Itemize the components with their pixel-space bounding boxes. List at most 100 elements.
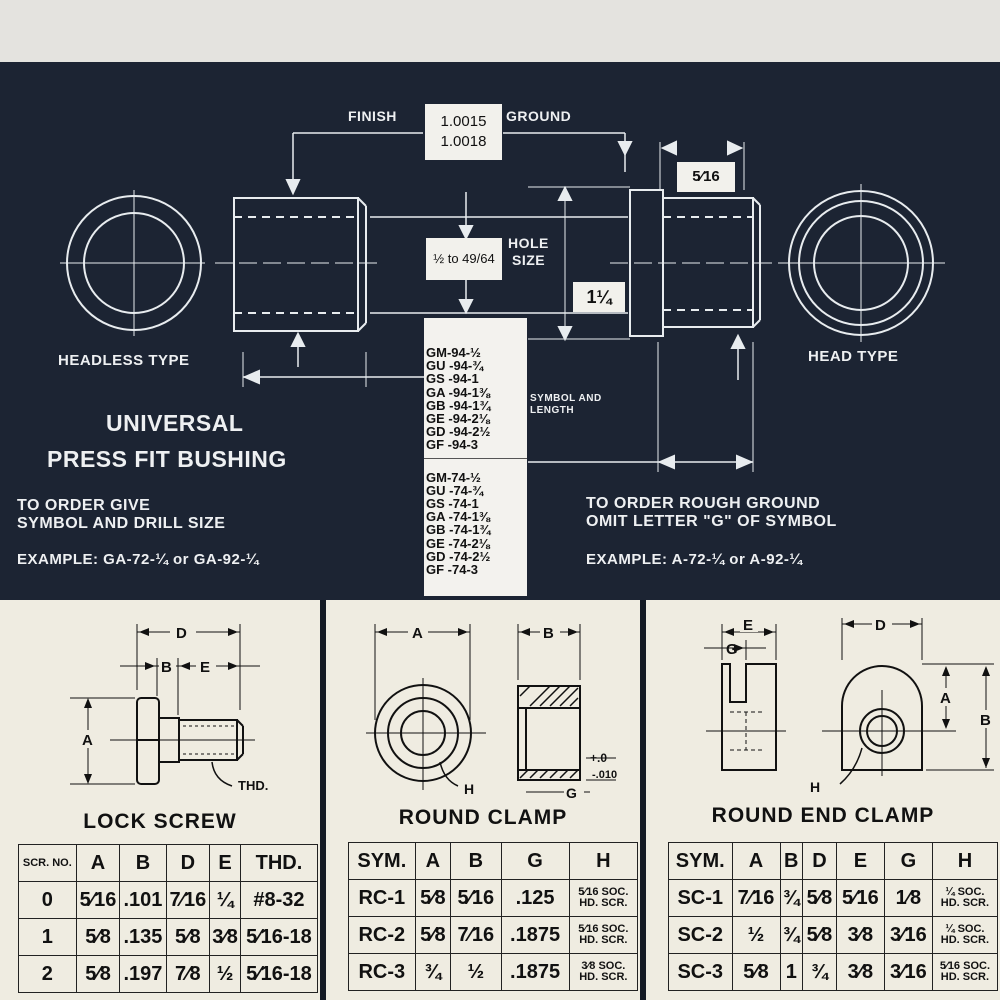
table-cell: A <box>414 842 452 880</box>
table-cell: 5⁄16 <box>450 879 502 917</box>
clamp-dim-a-label: A <box>412 625 423 642</box>
end-dim-a-label: A <box>940 690 951 707</box>
end-clamp-side-view <box>721 663 777 771</box>
table-cell-h: 5⁄16 SOC.HD. SCR. <box>568 879 639 917</box>
table-cell: ½ <box>731 916 781 954</box>
top-paper-strip <box>0 0 1000 62</box>
title-press-fit-bushing: PRESS FIT BUSHING <box>47 446 287 472</box>
table-cell-h: 5⁄16 SOC.HD. SCR. <box>568 916 639 954</box>
table-cell: ¾ <box>414 953 452 991</box>
table-cell: ½ <box>450 953 502 991</box>
table-cell: 0 <box>18 881 77 919</box>
table-cell: B <box>119 844 167 882</box>
table-cell: .135 <box>119 918 167 956</box>
table-cell: SYM. <box>668 842 733 880</box>
symbol-list-item: GF -74-3 <box>426 562 479 578</box>
table-cell: H <box>931 842 999 880</box>
hole-label: HOLE <box>508 235 549 251</box>
size-label: SIZE <box>512 252 546 268</box>
table-cell: SC-1 <box>668 879 733 917</box>
symbol-list-item: GM-94-½ <box>426 345 481 360</box>
finish-label: FINISH <box>348 108 397 124</box>
h-line-1: ¼ SOC. <box>945 886 985 898</box>
table-cell: B <box>450 842 502 880</box>
table-cell: ¾ <box>779 916 804 954</box>
hole-size-window: ½ to 49/64 <box>426 238 502 280</box>
table-cell: 3⁄8 <box>835 916 885 954</box>
dim-thd-label: THD. <box>238 778 268 793</box>
table-cell: .1875 <box>500 953 570 991</box>
finish-value-2: 1.0018 <box>440 133 487 150</box>
table-cell: D <box>165 844 211 882</box>
table-cell-h: 3⁄8 SOC.HD. SCR. <box>568 953 639 991</box>
ground-label: GROUND <box>506 108 572 124</box>
table-cell: H <box>568 842 639 880</box>
table-cell: 2 <box>18 955 77 993</box>
table-cell: 5⁄16-18 <box>239 955 319 993</box>
table-cell: 5⁄8 <box>75 918 121 956</box>
symbol-list-item: GS -94-1 <box>426 371 479 387</box>
symbol-list-item: GA -94-1⅜ <box>426 384 490 400</box>
table-cell: SYM. <box>348 842 416 880</box>
table-cell: .197 <box>119 955 167 993</box>
clamp-dim-b-label: B <box>543 625 554 642</box>
round-end-clamp-title: ROUND END CLAMP <box>711 804 935 827</box>
h-line-2: HD. SCR. <box>579 897 628 909</box>
bushing-drawing <box>60 132 945 472</box>
h-line-1: 5⁄16 SOC. <box>578 886 629 898</box>
dim-e-label: E <box>200 659 210 676</box>
symbol-list-item: GF -94-3 <box>426 437 479 453</box>
table-cell: 5⁄8 <box>802 879 837 917</box>
table-cell: B <box>779 842 804 880</box>
card-divider <box>640 600 646 1000</box>
length-dim-window: 1¼ <box>573 282 625 312</box>
symbol-list-item: GE -74-2⅛ <box>426 535 490 551</box>
finish-value-1: 1.0015 <box>440 113 487 130</box>
round-end-clamp-drawing: E G D A B H <box>704 616 994 795</box>
table-cell-h: 5⁄16 SOC.HD. SCR. <box>931 953 999 991</box>
lock-screw-drawing: D B E A THD. <box>70 624 268 793</box>
table-cell: 1 <box>18 918 77 956</box>
symbol-list-item: GB -94-1¾ <box>426 397 491 413</box>
table-cell: 1 <box>779 953 804 991</box>
table-cell: SCR. NO. <box>18 844 77 882</box>
table-cell: ¾ <box>779 879 804 917</box>
symbol-list-item: GD -74-2½ <box>426 548 491 564</box>
table-cell-h: ¼ SOC.HD. SCR. <box>931 916 999 954</box>
table-cell-h: ¼ SOC.HD. SCR. <box>931 879 999 917</box>
h-line-2: HD. SCR. <box>579 934 628 946</box>
card-divider <box>320 600 326 1000</box>
table-cell: E <box>209 844 241 882</box>
example-right: EXAMPLE: A-72-¼ or A-92-¼ <box>586 551 803 568</box>
table-cell: 5⁄16 <box>835 879 885 917</box>
table-cell: ¾ <box>802 953 837 991</box>
order-left-line-2: SYMBOL AND DRILL SIZE <box>17 515 226 532</box>
table-cell: SC-2 <box>668 916 733 954</box>
table-cell: RC-1 <box>348 879 416 917</box>
symbol-list-item: GS -74-1 <box>426 496 479 512</box>
h-line-2: HD. SCR. <box>940 897 990 909</box>
table-cell: A <box>731 842 781 880</box>
symbol-length-label-2: LENGTH <box>530 405 575 416</box>
h-line-1: 5⁄16 SOC. <box>939 960 990 972</box>
table-cell: G <box>883 842 933 880</box>
dim-b-label: B <box>161 659 172 676</box>
order-left-line-1: TO ORDER GIVE <box>17 497 151 514</box>
table-cell: RC-2 <box>348 916 416 954</box>
lock-screw-title: LOCK SCREW <box>83 810 237 833</box>
title-universal: UNIVERSAL <box>106 410 244 436</box>
table-cell: G <box>500 842 570 880</box>
table-cell: 1⁄8 <box>883 879 933 917</box>
h-line-1: ¼ SOC. <box>945 923 985 935</box>
table-cell: ¼ <box>209 881 241 919</box>
